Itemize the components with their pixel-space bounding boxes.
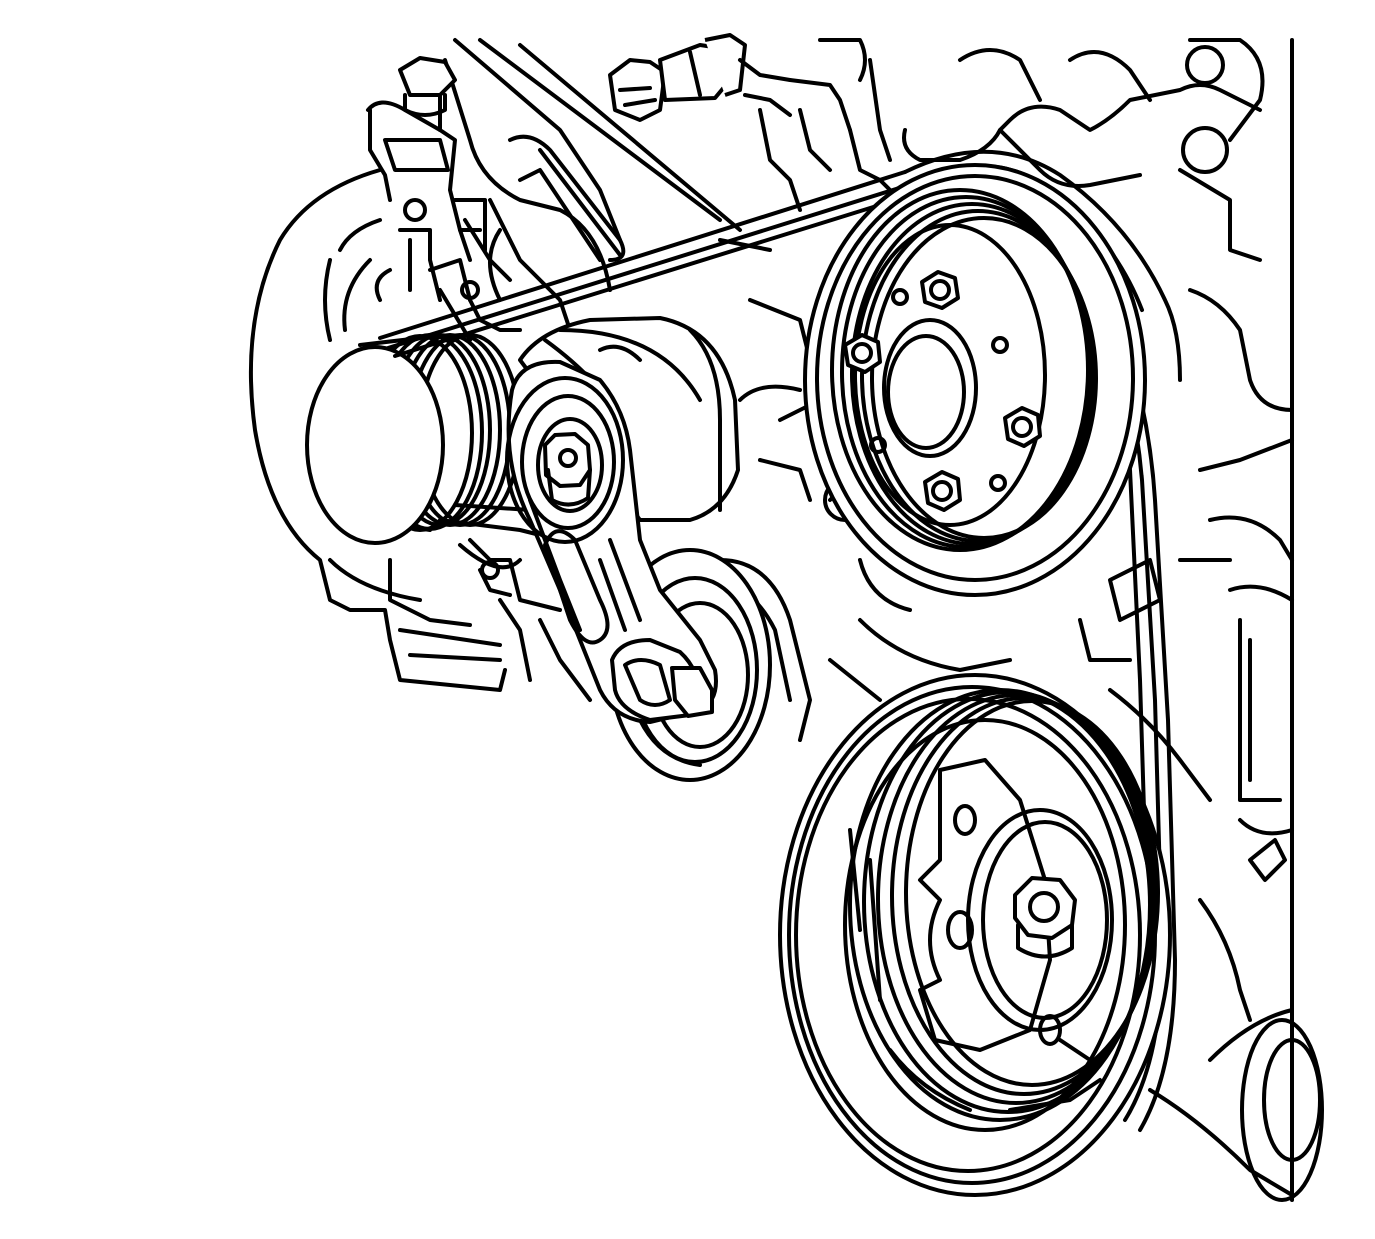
pulley-bolt — [923, 470, 962, 512]
alternator-pulley — [305, 333, 522, 545]
pulley-bolt — [1003, 406, 1042, 448]
tensioner-pulley — [505, 376, 625, 544]
alternator — [248, 168, 592, 702]
water-pump-pulley — [803, 163, 1147, 597]
pulley-bolt — [843, 333, 882, 374]
pulley-bolt — [920, 270, 960, 310]
sensor-connector — [608, 33, 892, 212]
crankshaft-balancer — [778, 673, 1172, 1197]
mounting-bracket — [366, 38, 742, 332]
